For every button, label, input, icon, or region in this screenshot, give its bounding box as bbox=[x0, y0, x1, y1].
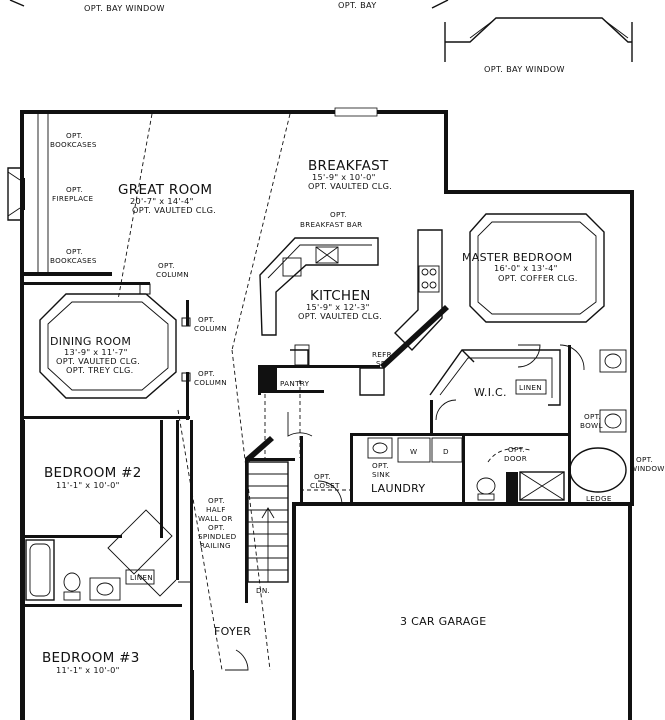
pantry-solid-icon bbox=[261, 368, 277, 392]
bedroom-3-name: BEDROOM #3 bbox=[42, 650, 140, 666]
refr-label: REFR bbox=[372, 350, 392, 359]
opt-label: OPT. bbox=[158, 261, 175, 270]
half-label: HALF bbox=[206, 505, 226, 514]
master-bath bbox=[429, 349, 628, 506]
interior-walls bbox=[22, 282, 571, 720]
linen-label-hall: LINEN bbox=[130, 573, 153, 582]
column-label: COLUMN bbox=[156, 270, 189, 279]
great-room-note: OPT. VAULTED CLG. bbox=[132, 205, 216, 215]
washer-label: W bbox=[410, 447, 417, 456]
opt-label: OPT. bbox=[314, 472, 331, 481]
laundry-name: LAUNDRY bbox=[371, 482, 425, 495]
linen-closet-master bbox=[515, 379, 547, 395]
master-bedroom-note: OPT. COFFER CLG. bbox=[498, 273, 578, 283]
bookcases-label-bottom: BOOKCASES bbox=[50, 256, 97, 265]
wall-or-label: WALL OR bbox=[198, 514, 233, 523]
opt-label: OPT. bbox=[330, 210, 347, 219]
kitchen-note: OPT. VAULTED CLG. bbox=[298, 311, 382, 321]
bath-2 bbox=[25, 539, 121, 601]
opt-label: OPT. bbox=[66, 131, 83, 140]
opt-label: OPT. bbox=[198, 369, 215, 378]
dryer-label: D bbox=[443, 447, 449, 456]
wic-name: W.I.C. bbox=[474, 386, 507, 399]
closet-label: CLOSET bbox=[310, 481, 340, 490]
arrow-mark-icon bbox=[431, 0, 449, 9]
opt-label: OPT. bbox=[372, 461, 389, 470]
door-swings bbox=[107, 344, 585, 671]
opt-label: OPT. bbox=[584, 412, 601, 421]
dining-octagon bbox=[39, 283, 191, 399]
kitchen-counters bbox=[259, 229, 443, 366]
opt-bay-window-label-right: OPT. BAY WINDOW bbox=[484, 64, 565, 74]
kitchen-size: 15'-9" x 12'-3" bbox=[306, 302, 370, 312]
foyer-name: FOYER bbox=[214, 625, 251, 638]
breakfast-bar-label: BREAKFAST BAR bbox=[300, 220, 362, 229]
opt-label: OPT. bbox=[636, 455, 653, 464]
opt-label: OPT. bbox=[508, 445, 525, 454]
door-label: DOOR bbox=[504, 454, 527, 463]
master-coffer bbox=[469, 213, 605, 323]
laundry-fixtures bbox=[367, 437, 463, 463]
bedroom-3-size: 11'-1" x 10'-0" bbox=[56, 665, 120, 675]
opt-fireplace-bump bbox=[7, 167, 25, 221]
bedroom-2-size: 11'-1" x 10'-0" bbox=[56, 480, 120, 490]
opt-bay-detail-right bbox=[444, 17, 633, 62]
stairs bbox=[245, 436, 289, 583]
great-room-size: 20'-7" x 14'-4" bbox=[130, 196, 194, 206]
exterior-walls bbox=[20, 110, 634, 720]
opt-label: OPT. bbox=[208, 523, 225, 532]
bedroom-2-name: BEDROOM #2 bbox=[44, 465, 142, 481]
dn-label: DN. bbox=[256, 586, 270, 595]
bookcases-label-top: BOOKCASES bbox=[50, 140, 97, 149]
opt-bay-window-label-left: OPT. BAY WINDOW bbox=[84, 3, 165, 13]
dining-room-name: DINING ROOM bbox=[50, 335, 131, 348]
opt-label: OPT. bbox=[66, 247, 83, 256]
master-bedroom-size: 16'-0" x 13'-4" bbox=[494, 263, 558, 273]
fireplace-label: FIREPLACE bbox=[52, 194, 94, 203]
arrow-mark-icon bbox=[9, 0, 25, 7]
railing-label: RAILING bbox=[200, 541, 231, 550]
top-window-icon bbox=[334, 107, 378, 117]
breakfast-note: OPT. VAULTED CLG. bbox=[308, 181, 392, 191]
column-label: COLUMN bbox=[194, 378, 227, 387]
bowl-label: BOWL bbox=[580, 421, 603, 430]
sink-label: SINK bbox=[372, 470, 390, 479]
opt-bay-label-center: OPT. BAY bbox=[338, 0, 377, 10]
window-label: WINDOW bbox=[630, 464, 665, 473]
toilet-icon bbox=[476, 477, 496, 495]
dining-room-size: 13'-9" x 11'-7" bbox=[64, 347, 128, 357]
master-bedroom-name: MASTER BEDROOM bbox=[462, 251, 572, 264]
breakfast-name: BREAKFAST bbox=[308, 158, 389, 174]
ledge-label: LEDGE bbox=[586, 494, 612, 503]
linen-label-master: LINEN bbox=[519, 383, 542, 392]
kitchen-name: KITCHEN bbox=[310, 288, 371, 304]
opt-label: OPT. bbox=[208, 496, 225, 505]
opt-label: OPT. bbox=[198, 315, 215, 324]
pantry-label: PANTRY bbox=[280, 379, 310, 388]
opt-label: OPT. bbox=[66, 185, 83, 194]
linen-closet-hall bbox=[125, 569, 155, 585]
sp-label: SP. bbox=[376, 359, 387, 368]
garage-name: 3 CAR GARAGE bbox=[400, 615, 487, 628]
column-label: COLUMN bbox=[194, 324, 227, 333]
dining-room-note1: OPT. VAULTED CLG. bbox=[56, 356, 140, 366]
great-room-name: GREAT ROOM bbox=[118, 182, 212, 198]
spindled-label: SPINDLED bbox=[198, 532, 237, 541]
breakfast-size: 15'-9" x 10'-0" bbox=[312, 172, 376, 182]
dining-room-note2: OPT. TREY CLG. bbox=[66, 365, 134, 375]
